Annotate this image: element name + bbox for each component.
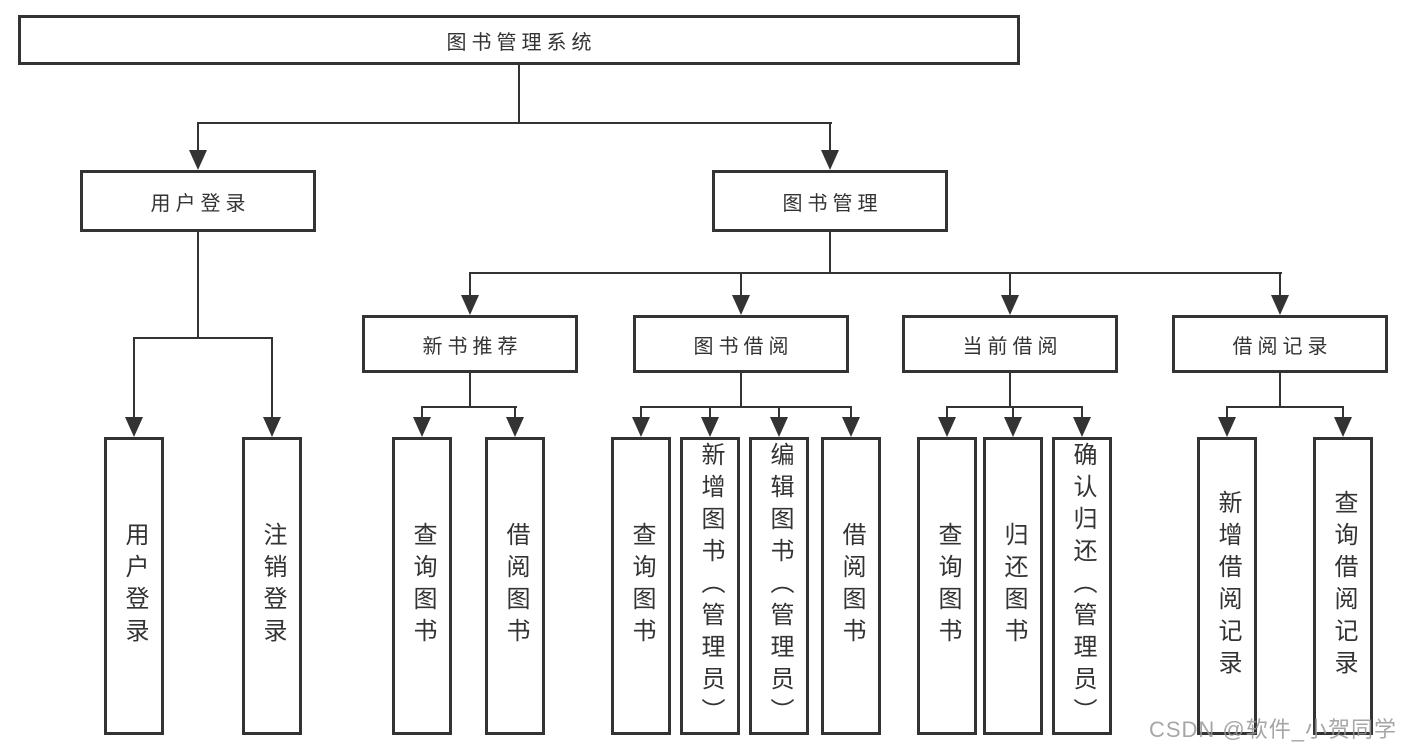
arrowhead-down-icon <box>461 295 479 315</box>
leaf-return-books: 归还图书 <box>983 437 1043 735</box>
connector-current-trunk <box>1009 373 1011 406</box>
leaf-edit-books-admin: 编辑图书（管理员） <box>749 437 809 735</box>
leaf-label: 用户登录 <box>121 522 148 650</box>
connector-record-trunk <box>1279 373 1281 406</box>
connector-drop <box>1342 406 1344 419</box>
arrowhead-down-icon <box>632 417 650 437</box>
connector-drop <box>421 406 423 419</box>
leaf-add-books-admin: 新增图书（管理员） <box>680 437 740 735</box>
arrowhead-down-icon <box>125 417 143 437</box>
connector-book-mgmt-trunk <box>829 232 831 272</box>
leaf-query-books-current: 查询图书 <box>917 437 977 735</box>
arrowhead-down-icon <box>413 417 431 437</box>
connector-user-login-rail <box>133 337 273 339</box>
connector-drop <box>271 337 273 419</box>
arrowhead-down-icon <box>701 417 719 437</box>
connector-drop <box>1012 406 1014 419</box>
arrowhead-down-icon <box>1001 295 1019 315</box>
arrowhead-down-icon <box>1218 417 1236 437</box>
connector-recommend-rail <box>421 406 517 408</box>
csdn-watermark: CSDN @软件_小贺同学 <box>1148 717 1397 742</box>
connector-drop <box>514 406 516 419</box>
leaf-label: 查询图书 <box>409 522 436 650</box>
connector-drop <box>1279 272 1281 297</box>
node-user-login: 用户登录 <box>80 170 316 232</box>
leaf-label: 新增图书（管理员） <box>697 442 724 730</box>
connector-drop <box>197 122 199 152</box>
connector-record-rail <box>1226 406 1344 408</box>
leaf-label: 新增借阅记录 <box>1214 490 1241 682</box>
leaf-label: 归还图书 <box>1000 522 1027 650</box>
arrowhead-down-icon <box>842 417 860 437</box>
arrowhead-down-icon <box>189 150 207 170</box>
arrowhead-down-icon <box>821 150 839 170</box>
leaf-query-books-borrow: 查询图书 <box>611 437 671 735</box>
arrowhead-down-icon <box>506 417 524 437</box>
node-new-book-recommend: 新书推荐 <box>362 315 578 373</box>
leaf-label: 编辑图书（管理员） <box>766 442 793 730</box>
leaf-label: 借阅图书 <box>838 522 865 650</box>
leaf-query-borrow-record: 查询借阅记录 <box>1313 437 1373 735</box>
connector-drop <box>469 272 471 297</box>
connector-drop <box>709 406 711 419</box>
arrowhead-down-icon <box>732 295 750 315</box>
connector-drop <box>829 122 831 152</box>
leaf-label: 确认归还（管理员） <box>1069 442 1096 730</box>
connector-drop <box>740 272 742 297</box>
leaf-user-login: 用户登录 <box>104 437 164 735</box>
arrowhead-down-icon <box>770 417 788 437</box>
arrowhead-down-icon <box>1334 417 1352 437</box>
connector-drop <box>133 337 135 419</box>
connector-drop <box>1226 406 1228 419</box>
connector-user-login-trunk <box>197 232 199 337</box>
leaf-label: 查询图书 <box>628 522 655 650</box>
connector-drop <box>1009 272 1011 297</box>
connector-drop <box>1081 406 1083 419</box>
leaf-add-borrow-record: 新增借阅记录 <box>1197 437 1257 735</box>
connector-drop <box>778 406 780 419</box>
connector-borrow-trunk <box>740 373 742 406</box>
leaf-label: 借阅图书 <box>502 522 529 650</box>
connector-current-rail <box>946 406 1083 408</box>
leaf-label: 查询借阅记录 <box>1330 490 1357 682</box>
leaf-confirm-return-admin: 确认归还（管理员） <box>1052 437 1112 735</box>
connector-drop <box>640 406 642 419</box>
arrowhead-down-icon <box>263 417 281 437</box>
connector-root-trunk <box>518 65 520 122</box>
leaf-borrow-books: 借阅图书 <box>821 437 881 735</box>
leaf-label: 注销登录 <box>259 522 286 650</box>
leaf-logout: 注销登录 <box>242 437 302 735</box>
node-root-book-management-system: 图书管理系统 <box>18 15 1020 65</box>
connector-borrow-rail <box>640 406 852 408</box>
leaf-label: 查询图书 <box>934 522 961 650</box>
node-book-borrow: 图书借阅 <box>633 315 849 373</box>
arrowhead-down-icon <box>938 417 956 437</box>
node-book-management: 图书管理 <box>712 170 948 232</box>
leaf-borrow-books-recommend: 借阅图书 <box>485 437 545 735</box>
connector-recommend-trunk <box>469 373 471 406</box>
connector-l3-rail <box>469 272 1282 274</box>
arrowhead-down-icon <box>1004 417 1022 437</box>
leaf-query-books-recommend: 查询图书 <box>392 437 452 735</box>
connector-l2-rail <box>197 122 832 124</box>
connector-drop <box>850 406 852 419</box>
arrowhead-down-icon <box>1073 417 1091 437</box>
arrowhead-down-icon <box>1271 295 1289 315</box>
node-borrow-record: 借阅记录 <box>1172 315 1388 373</box>
connector-drop <box>946 406 948 419</box>
node-current-borrow: 当前借阅 <box>902 315 1118 373</box>
